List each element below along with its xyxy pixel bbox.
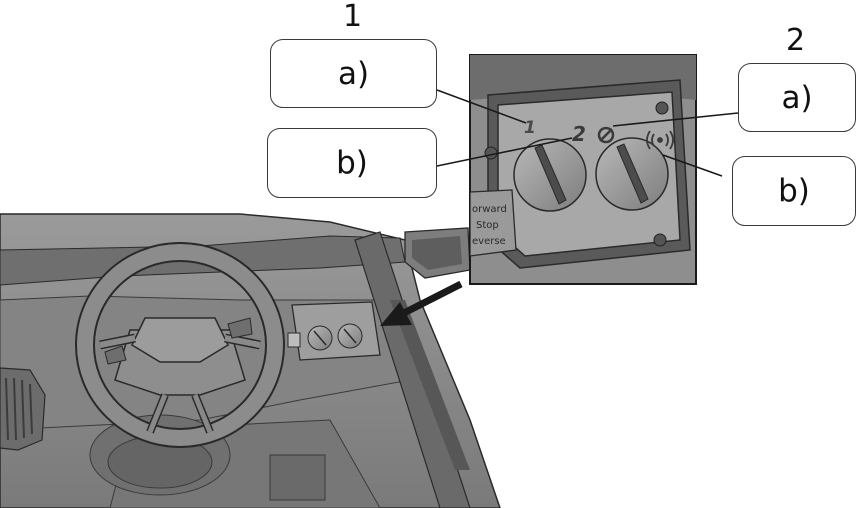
car-dashboard (0, 213, 501, 508)
callout-1b: b) (267, 128, 437, 198)
rotary-knob-icon (595, 137, 669, 211)
shifter-label-forward: orward (472, 204, 507, 215)
inset-zoom-panel (469, 54, 697, 285)
callout-1a: a) (270, 39, 437, 108)
group-number-1: 1 (343, 0, 363, 34)
shifter-label-stop: Stop (476, 220, 499, 231)
no-symbol-icon (597, 126, 615, 144)
shifter-label-reverse: everse (472, 236, 506, 247)
air-vent (0, 367, 46, 451)
callout-2b: b) (732, 156, 856, 226)
speed-digit-2: 2 (572, 122, 586, 146)
rotary-knob-icon (513, 138, 587, 212)
dash-switch-panel (287, 301, 381, 361)
steering-wheel-icon (75, 242, 285, 448)
side-mirror (404, 227, 471, 279)
pointer-arrow (380, 280, 463, 326)
wireless-signal-icon (646, 130, 674, 150)
group-number-2: 2 (786, 23, 806, 58)
leader-lines (436, 89, 739, 177)
shifter-tab (470, 189, 517, 257)
speed-digit-1: 1 (524, 118, 536, 138)
callout-2a: a) (738, 63, 856, 132)
